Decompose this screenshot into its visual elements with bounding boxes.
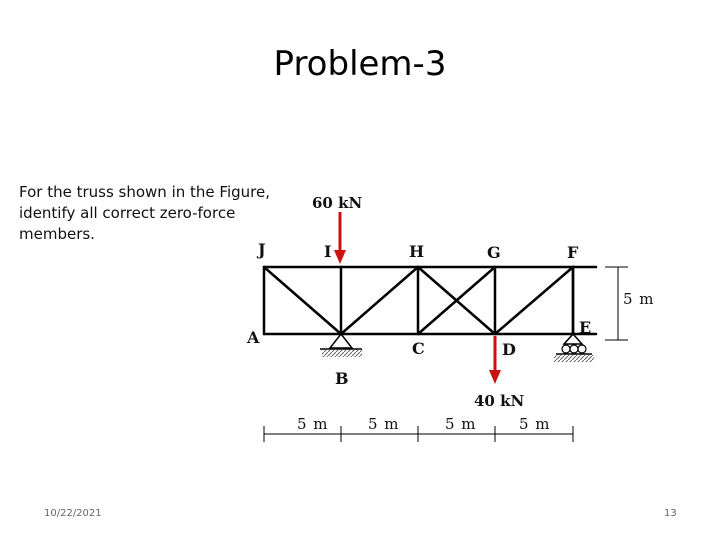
node-label-d: D — [502, 340, 516, 359]
member-cg — [416, 265, 497, 336]
node-label-e: E — [579, 318, 591, 337]
span-dimension-label-1: 5 m — [297, 415, 329, 433]
load-label-40kn: 40 kN — [474, 392, 524, 410]
node-label-f: F — [567, 243, 579, 262]
slide-date: 10/22/2021 — [44, 508, 102, 519]
member-jb — [262, 265, 343, 336]
roller-support-e — [554, 332, 594, 362]
problem-statement: For the truss shown in the Figure, ident… — [19, 183, 270, 243]
member-bh — [339, 265, 420, 336]
load-arrow-i — [334, 212, 346, 264]
load-arrow-d — [489, 336, 501, 384]
span-dimension-line — [263, 426, 574, 442]
node-label-a: A — [246, 328, 260, 347]
load-label-60kn: 60 kN — [312, 194, 362, 212]
node-label-g: G — [487, 243, 501, 262]
node-label-b: B — [335, 369, 349, 388]
pin-support-b — [320, 332, 362, 357]
member-gf-diag — [493, 265, 575, 336]
truss-members — [262, 265, 598, 336]
height-dimension — [605, 266, 628, 341]
height-dimension-label: 5 m — [623, 290, 655, 308]
node-label-h: H — [409, 242, 424, 261]
span-dimension-label-4: 5 m — [519, 415, 551, 433]
node-label-i: I — [324, 242, 331, 261]
span-dimension-label-3: 5 m — [445, 415, 477, 433]
node-label-c: C — [412, 339, 425, 358]
slide-title: Problem-3 — [273, 44, 447, 84]
slide-page-number: 13 — [664, 508, 677, 519]
span-dimension-label-2: 5 m — [368, 415, 400, 433]
node-label-j: J — [256, 240, 266, 259]
